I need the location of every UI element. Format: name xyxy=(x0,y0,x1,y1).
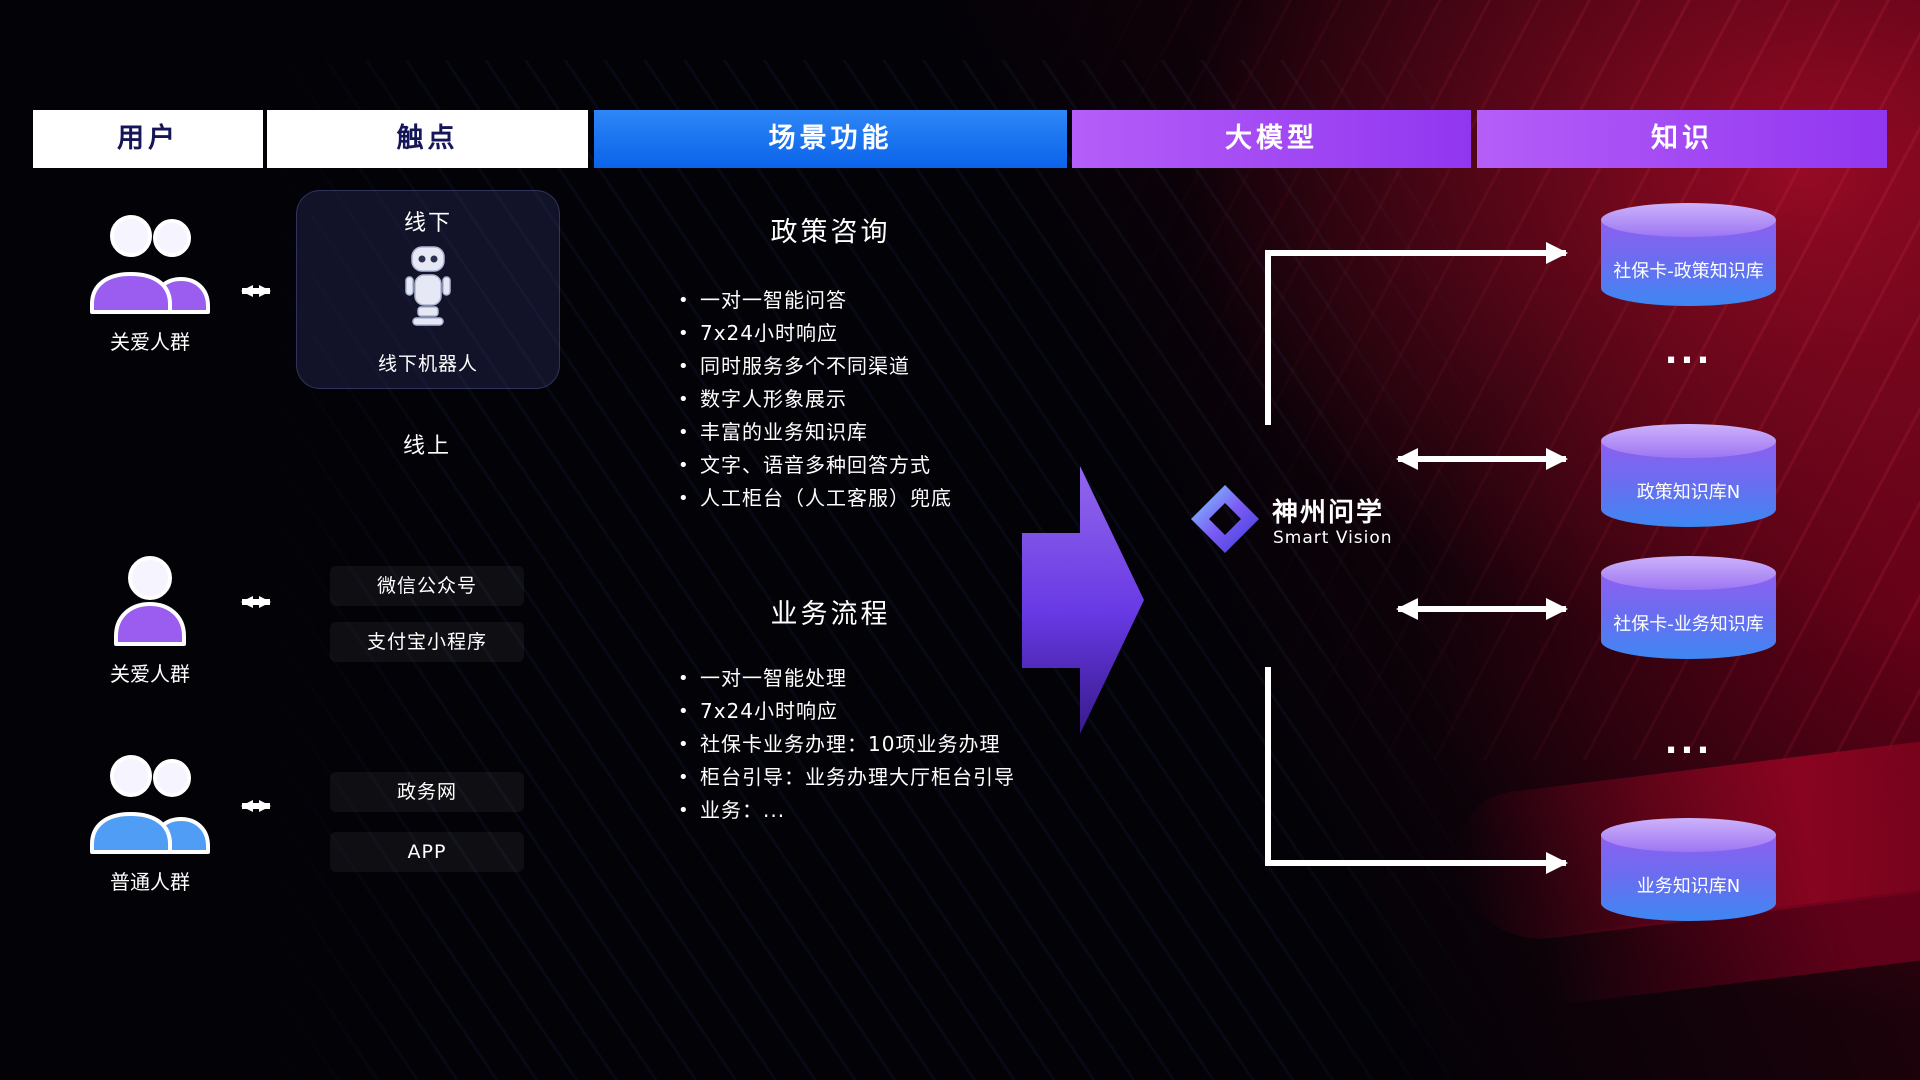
model-name: 神州问学 xyxy=(1272,498,1385,528)
channel-wechat: 微信公众号 xyxy=(330,566,524,606)
business-item: 社保卡业务办理：10项业务办理 xyxy=(676,734,1015,756)
kb-label: 政策知识库N xyxy=(1636,481,1741,503)
kb-label: 社保卡-政策知识库 xyxy=(1613,260,1764,282)
kb-cylinder-policy-n: 政策知识库N xyxy=(1601,424,1776,540)
policy-item: 同时服务多个不同渠道 xyxy=(676,356,952,378)
channel-gov-web: 政务网 xyxy=(330,772,524,812)
user-label: 关爱人群 xyxy=(110,662,190,686)
policy-item: 数字人形象展示 xyxy=(676,389,952,411)
kb-label: 业务知识库N xyxy=(1636,875,1741,897)
policy-item: 7x24小时响应 xyxy=(676,323,952,345)
header-knowledge: 知识 xyxy=(1477,110,1887,168)
header-large-model: 大模型 xyxy=(1072,110,1471,168)
policy-consult-list: 一对一智能问答 7x24小时响应 同时服务多个不同渠道 数字人形象展示 丰富的业… xyxy=(676,290,952,521)
user-care-group-2: 关爱人群 xyxy=(90,552,210,687)
offline-touchpoint-card: 线下 线下机器人 xyxy=(296,190,560,389)
model-logo-diamond-icon xyxy=(1191,485,1259,553)
policy-item: 丰富的业务知识库 xyxy=(676,422,952,444)
channel-alipay: 支付宝小程序 xyxy=(330,622,524,662)
single-person-icon xyxy=(114,556,186,646)
business-item: 业务：... xyxy=(676,800,1015,822)
business-item: 一对一智能处理 xyxy=(676,668,1015,690)
elbow-arrow-up-right xyxy=(1265,242,1568,425)
kb-cylinder-business-socialcard: 社保卡-业务知识库 xyxy=(1601,556,1776,672)
header-users: 用户 xyxy=(33,110,263,168)
kb-cylinder-policy-socialcard: 社保卡-政策知识库 xyxy=(1601,203,1776,319)
ellipsis: ... xyxy=(1664,332,1713,372)
user-care-group-1: 关爱人群 xyxy=(72,212,228,355)
business-process-list: 一对一智能处理 7x24小时响应 社保卡业务办理：10项业务办理 柜台引导：业务… xyxy=(676,668,1015,833)
group-people-icon xyxy=(90,755,210,854)
header-scenario-functions-label: 场景功能 xyxy=(768,123,893,154)
policy-item: 人工柜台（人工客服）兜底 xyxy=(676,488,952,510)
group-people-icon xyxy=(90,215,210,314)
policy-item: 一对一智能问答 xyxy=(676,290,952,312)
offline-robot-label: 线下机器人 xyxy=(377,353,478,375)
online-title: 线上 xyxy=(402,434,451,459)
user-general-group: 普通人群 xyxy=(72,752,228,895)
header-scenario-functions: 场景功能 xyxy=(594,110,1067,168)
header-knowledge-label: 知识 xyxy=(1651,123,1713,154)
business-process-title: 业务流程 xyxy=(770,599,891,630)
robot-icon xyxy=(405,246,451,326)
business-item: 7x24小时响应 xyxy=(676,701,1015,723)
model-subtitle: Smart Vision xyxy=(1273,528,1393,548)
kb-cylinder-business-n: 业务知识库N xyxy=(1601,818,1776,934)
user-label: 普通人群 xyxy=(110,870,190,894)
header-users-label: 用户 xyxy=(117,123,179,154)
policy-consult-title: 政策咨询 xyxy=(770,217,891,248)
kb-label: 社保卡-业务知识库 xyxy=(1613,613,1764,635)
header-touchpoints: 触点 xyxy=(267,110,588,168)
channel-app: APP xyxy=(330,832,524,872)
header-touchpoints-label: 触点 xyxy=(396,123,459,154)
business-item: 柜台引导：业务办理大厅柜台引导 xyxy=(676,767,1015,789)
offline-title: 线下 xyxy=(403,211,452,236)
ellipsis: ... xyxy=(1664,722,1713,762)
elbow-arrow-down-right xyxy=(1265,667,1568,874)
header-large-model-label: 大模型 xyxy=(1225,123,1318,154)
user-label: 关爱人群 xyxy=(110,330,190,354)
policy-item: 文字、语音多种回答方式 xyxy=(676,455,952,477)
